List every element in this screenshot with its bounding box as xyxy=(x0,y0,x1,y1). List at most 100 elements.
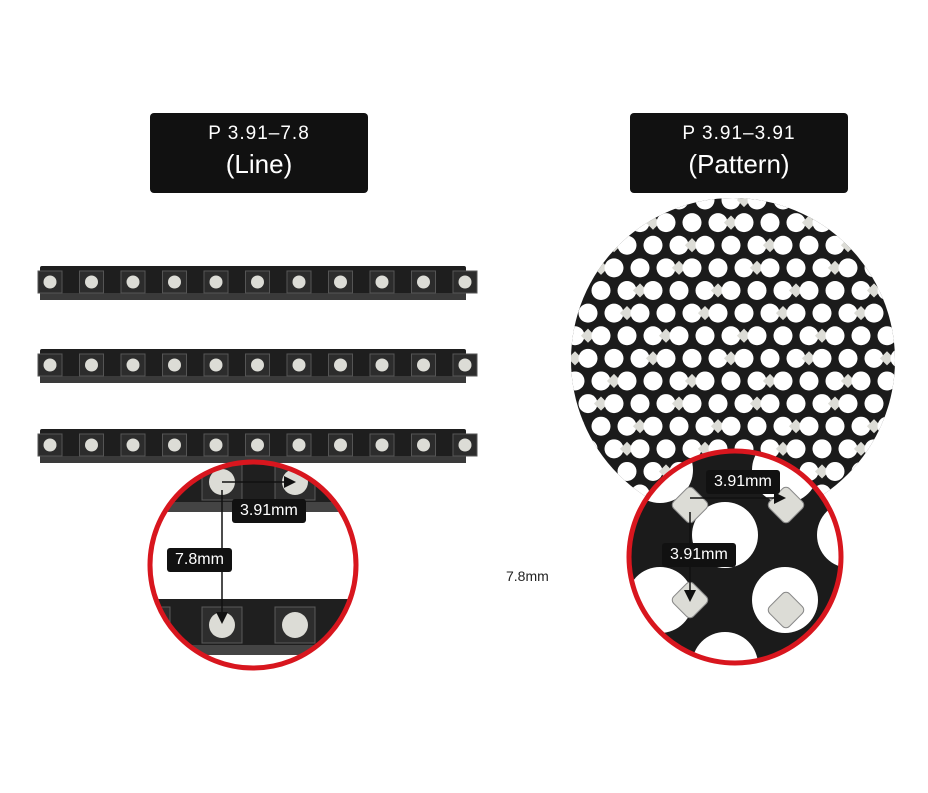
pattern-hole xyxy=(669,280,689,300)
led-dot xyxy=(251,358,264,372)
pattern-led xyxy=(919,374,928,388)
pattern-horizontal-pitch-label: 3.91mm xyxy=(706,470,780,494)
pattern-hole xyxy=(825,416,845,436)
pattern-hole xyxy=(734,394,754,414)
pattern-hole xyxy=(904,462,923,481)
pattern-led xyxy=(801,215,817,230)
pattern-hole xyxy=(747,235,767,255)
pattern-hole xyxy=(838,394,858,414)
pattern-hole xyxy=(864,484,884,504)
pattern-hole xyxy=(917,485,928,504)
pattern-led xyxy=(762,373,778,389)
pattern-hole xyxy=(604,484,624,504)
led-dot xyxy=(458,275,472,289)
pattern-hole xyxy=(877,326,895,346)
pattern-hole xyxy=(604,258,624,278)
pattern-hole xyxy=(864,303,884,323)
pattern-hole xyxy=(669,235,689,255)
pattern-led xyxy=(698,170,712,184)
led-dot xyxy=(168,438,181,452)
pattern-hole xyxy=(721,235,741,255)
pattern-led xyxy=(827,396,843,411)
pattern-hole xyxy=(904,191,923,210)
led-dot xyxy=(417,358,430,372)
pattern-led xyxy=(684,373,700,389)
pattern-led xyxy=(854,170,868,184)
pattern-hole xyxy=(825,235,845,255)
pattern-hole xyxy=(747,198,767,210)
pattern-hole xyxy=(630,213,650,233)
pattern-hole xyxy=(747,280,767,300)
pattern-led xyxy=(736,328,752,343)
led-dot xyxy=(168,358,181,372)
pattern-hole xyxy=(851,235,871,255)
pattern-hole xyxy=(708,303,728,323)
pattern-hole xyxy=(786,439,806,459)
pattern-hole xyxy=(540,191,559,210)
pattern-hole xyxy=(864,348,884,368)
led-dot xyxy=(43,275,57,289)
pattern-hole xyxy=(773,326,793,346)
pattern-hole xyxy=(591,507,611,522)
pattern-hole xyxy=(571,394,572,414)
pattern-hole xyxy=(578,439,598,459)
pattern-hole xyxy=(571,235,585,255)
pattern-hole xyxy=(631,168,650,187)
pattern-led xyxy=(632,419,648,434)
pattern-hole xyxy=(571,484,572,504)
pattern-hole xyxy=(851,371,871,391)
zoom-pattern-hole xyxy=(817,632,840,662)
pattern-hole xyxy=(553,530,572,549)
pattern-hole xyxy=(838,439,858,459)
line-vertical-pitch-label: 7.8mm xyxy=(167,548,232,572)
pattern-hole xyxy=(630,348,650,368)
pattern-led xyxy=(775,306,791,321)
pattern-led xyxy=(866,283,882,298)
pattern-led xyxy=(788,419,804,434)
pattern-hole xyxy=(877,507,895,522)
pattern-led xyxy=(814,464,830,479)
pattern-hole xyxy=(578,213,598,233)
pattern-hole xyxy=(617,326,637,346)
pattern-led xyxy=(697,306,713,321)
pattern-led xyxy=(632,283,648,298)
pattern-hole xyxy=(917,213,928,232)
pattern-hole xyxy=(571,258,572,278)
pattern-led xyxy=(762,238,778,253)
pattern-hole xyxy=(865,168,884,187)
pattern-led xyxy=(840,373,856,389)
pattern-hole xyxy=(708,258,728,278)
led-dot xyxy=(375,275,389,289)
pattern-hole xyxy=(773,280,793,300)
pattern-hole xyxy=(708,213,728,233)
pattern-hole xyxy=(904,281,923,300)
pattern-hole xyxy=(825,280,845,300)
middle-pitch-label: 7.8mm xyxy=(506,568,549,584)
pattern-hole xyxy=(864,439,884,459)
pattern-hole xyxy=(812,348,832,368)
pattern-led xyxy=(776,170,790,184)
pattern-hole xyxy=(682,439,702,459)
pattern-hole xyxy=(813,168,832,187)
zoom-strip-edge xyxy=(151,645,355,655)
pattern-hole xyxy=(786,394,806,414)
pattern-hole xyxy=(695,326,715,346)
pattern-hole xyxy=(773,235,793,255)
pattern-hole xyxy=(591,280,611,300)
pattern-hole xyxy=(760,213,780,233)
pattern-hole xyxy=(799,198,819,210)
pattern-hole xyxy=(799,280,819,300)
pattern-hole xyxy=(591,326,611,346)
pattern-hole xyxy=(864,258,884,278)
pattern-led xyxy=(723,215,739,230)
zoom-pattern-led xyxy=(767,591,805,629)
pattern-hole xyxy=(812,394,832,414)
led-dot xyxy=(417,438,430,452)
pattern-led xyxy=(671,396,687,411)
pattern-hole xyxy=(735,168,754,187)
pattern-hole xyxy=(786,213,806,233)
pattern-hole xyxy=(695,235,715,255)
zoom-led-housing xyxy=(344,606,355,644)
pattern-hole xyxy=(643,198,663,210)
pattern-title-type: (Pattern) xyxy=(688,149,790,179)
